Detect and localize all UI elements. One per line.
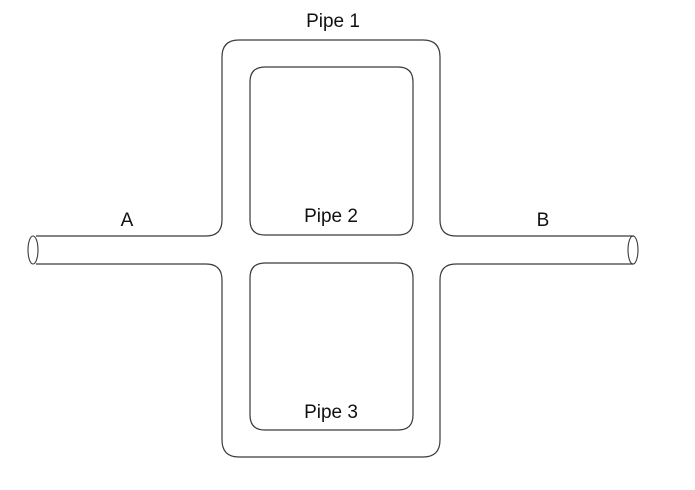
lower-inner-pipe-wall xyxy=(249,262,414,431)
point-a-label: A xyxy=(121,210,134,231)
pipe-3-label: Pipe 3 xyxy=(304,402,358,423)
upper-inner-pipe-wall xyxy=(249,66,414,236)
pipe-1-label: Pipe 1 xyxy=(306,11,360,32)
pipe-end-cap-b xyxy=(627,235,639,265)
pipe-2-label: Pipe 2 xyxy=(304,206,358,227)
outer-pipe-wall xyxy=(36,39,634,458)
pipe-end-cap-a xyxy=(27,235,39,265)
point-b-label: B xyxy=(537,210,550,231)
